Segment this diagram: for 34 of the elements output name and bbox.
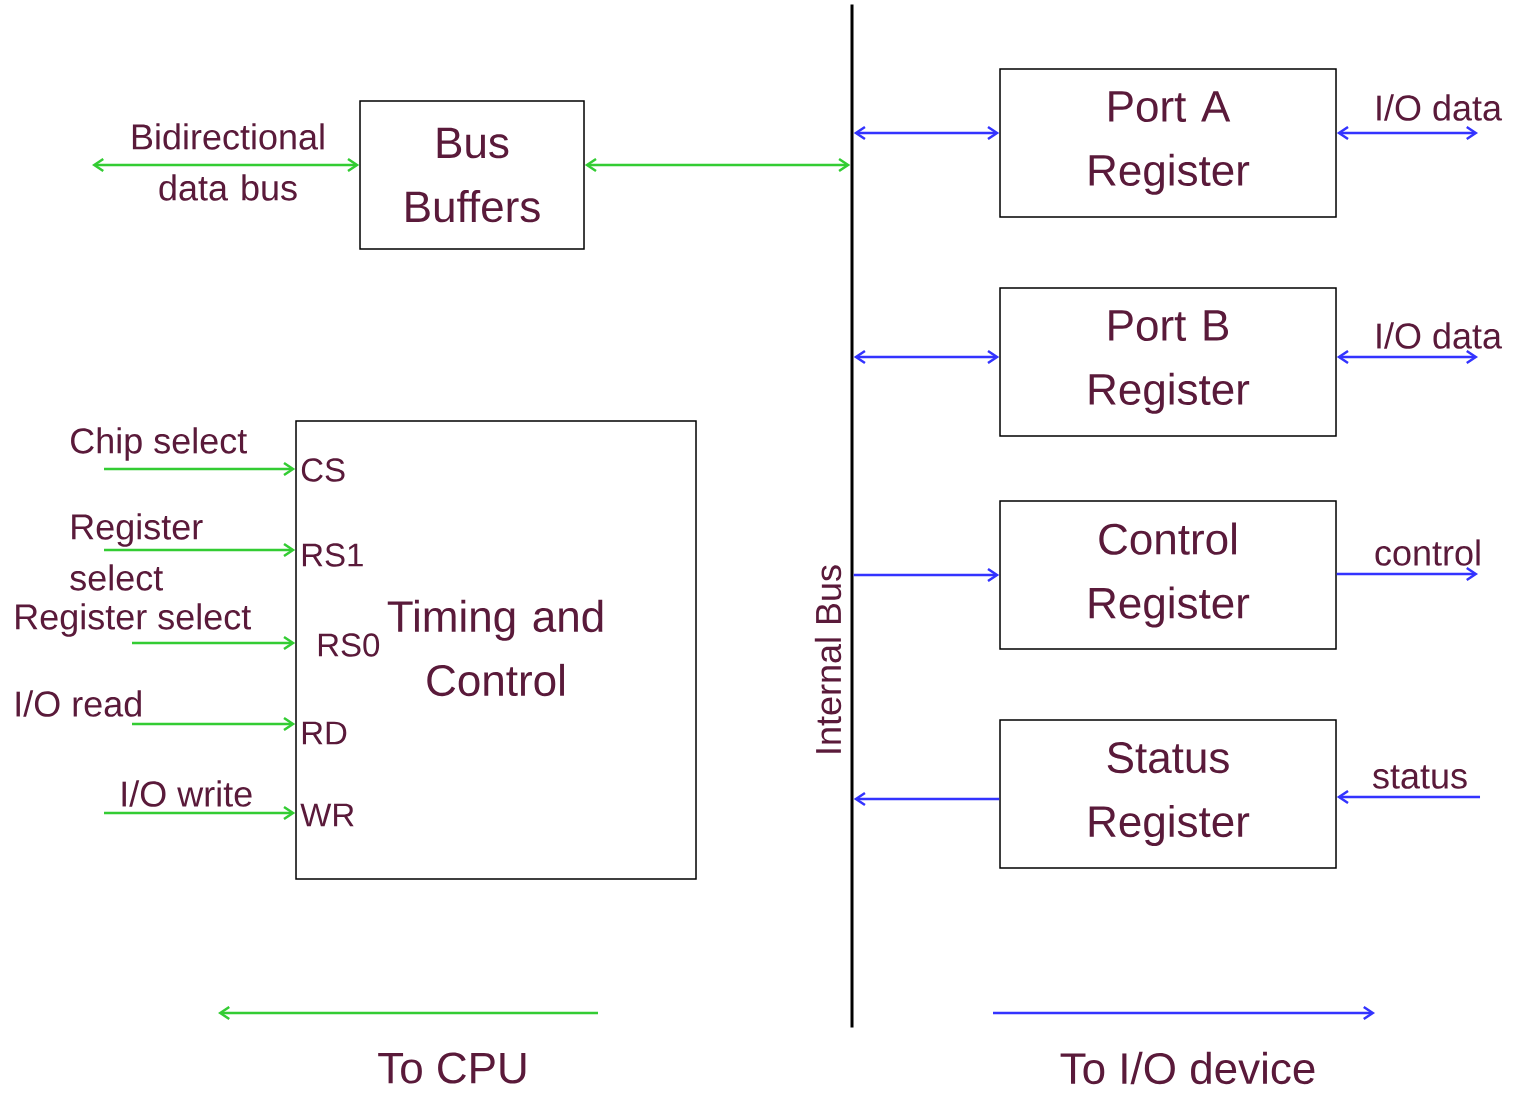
arrow (92, 157, 360, 173)
register-box: Port B Register (999, 287, 1337, 437)
edge-label: I/O write (122, 780, 252, 807)
edge-label: I/O data (1377, 322, 1502, 349)
arrow (853, 791, 1000, 807)
arrow (132, 635, 296, 651)
edge-label: Chip select (71, 427, 247, 461)
arrow (1336, 789, 1480, 805)
register-box: Status Register (999, 719, 1337, 869)
edge-label: I/O read (16, 690, 141, 717)
edge-label: I/O data (1377, 94, 1502, 121)
arrow (1336, 566, 1478, 582)
arrow (853, 349, 1000, 365)
register-box: Control Register (999, 500, 1337, 650)
arrow (132, 716, 296, 732)
arrow (104, 542, 296, 558)
arrow (104, 461, 296, 477)
register-box: Bus Buffers (359, 100, 585, 250)
caption-text: To I/O device (1060, 1051, 1315, 1085)
timing-control-box: Timing and Control CS RS1 RS0 RD WR (295, 420, 697, 880)
register-box: Port A Register (999, 68, 1337, 218)
caption-text: To CPU (378, 1052, 526, 1084)
edge-label: control (1375, 539, 1480, 566)
arrow (853, 567, 1000, 583)
arrow (584, 157, 851, 173)
edge-label: Register select (16, 603, 251, 637)
arrow (1336, 349, 1478, 365)
arrow (104, 805, 296, 821)
edge-label: status (1373, 765, 1467, 789)
edge-label: Register select (70, 513, 203, 591)
arrow (853, 125, 1000, 141)
arrow (1336, 125, 1478, 141)
internal-bus-line: Internal Bus (814, 4, 854, 1028)
edge-label: Bidirectional data bus (132, 123, 324, 201)
